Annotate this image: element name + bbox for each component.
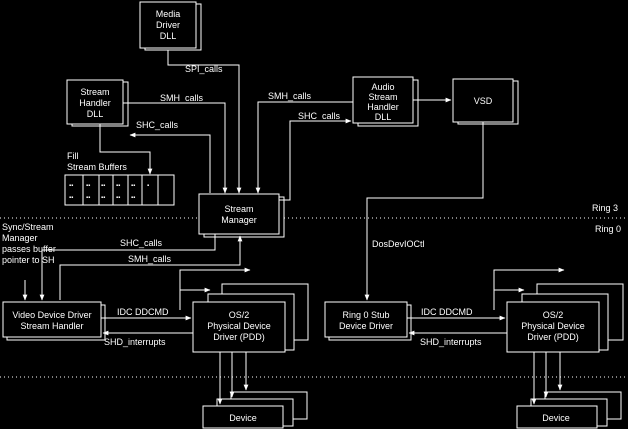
smh-calls-arrow-1 (123, 102, 228, 194)
device-left-label: Device (229, 413, 257, 423)
vsd-label: VSD (474, 96, 493, 106)
dosdevioctl-arrow (364, 122, 484, 301)
smh-calls-arrow-3 (59, 235, 243, 300)
pdd-right-stack-arrow-1 (493, 267, 565, 310)
ring0-stub-line2: Device Driver (339, 321, 393, 331)
svg-text:▪▪: ▪▪ (131, 195, 135, 201)
device-left-box: Device (202, 391, 308, 429)
svg-text:▪▪: ▪▪ (131, 183, 135, 189)
shd-interrupts-label-left: SHD_interrupts (104, 337, 166, 347)
shd-interrupts-label-right: SHD_interrupts (420, 337, 482, 347)
svg-text:▪▪: ▪▪ (86, 183, 90, 189)
video-device-driver-box: Video Device Driver Stream Handler (2, 301, 106, 341)
stream-manager-line2: Manager (221, 215, 257, 225)
dosdevioctl-label: DosDevIOCtl (372, 239, 425, 249)
stream-handler-line2: Handler (79, 98, 111, 108)
stream-buffers: ▪▪ ▪▪ ▪▪ ▪▪ ▪▪ ▪▪ ▪▪ ▪▪ ▪▪ ▪▪ ▪ (64, 174, 175, 206)
shc-calls-arrow-2 (279, 118, 352, 201)
shc-calls-arrow-3 (39, 234, 216, 301)
pdd-right-line2: Physical Device (521, 321, 585, 331)
smh-calls-label-3: SMH_calls (128, 254, 172, 264)
audio-sh-line4: DLL (375, 112, 392, 122)
svg-text:▪▪: ▪▪ (101, 183, 105, 189)
vdd-line1: Video Device Driver (12, 310, 91, 320)
stream-handler-line1: Stream (80, 87, 109, 97)
pdd-left-line3: Driver (PDD) (213, 332, 265, 342)
svg-text:▪▪: ▪▪ (86, 195, 90, 201)
svg-text:▪▪: ▪▪ (69, 183, 73, 189)
shc-calls-label-1: SHC_calls (136, 120, 179, 130)
svg-text:▪: ▪ (147, 183, 149, 189)
sync-note-line4: pointer to SH (2, 255, 55, 265)
pdd-left-line1: OS/2 (229, 310, 250, 320)
pdd-right-box: OS/2 Physical Device Driver (PDD) (506, 283, 624, 353)
stream-handler-line3: DLL (87, 109, 104, 119)
idc-ddcmd-label-right: IDC DDCMD (421, 307, 473, 317)
device-right-box: Device (516, 391, 622, 429)
pdd-left-box: OS/2 Physical Device Driver (PDD) (192, 283, 309, 353)
ring3-label: Ring 3 (592, 203, 618, 213)
stream-manager-line1: Stream (224, 204, 253, 214)
media-driver-line2: Driver (156, 20, 180, 30)
stream-manager-box: Stream Manager (198, 193, 285, 238)
ring0-stub-box: Ring 0 Stub Device Driver (324, 301, 412, 341)
device-right-label: Device (542, 413, 570, 423)
audio-stream-handler-box: Audio Stream Handler DLL (352, 76, 419, 127)
vsd-box: VSD (452, 78, 519, 125)
fill-buffers-line1: Fill (67, 151, 79, 161)
ring0-label: Ring 0 (595, 224, 621, 234)
fill-buffers-arrow (99, 124, 153, 175)
media-driver-dll-box: Media Driver DLL (139, 1, 202, 51)
media-driver-line3: DLL (160, 31, 177, 41)
pdd-left-stack-arrow-1 (179, 267, 251, 310)
stream-handler-dll-box: Stream Handler DLL (66, 79, 129, 127)
audio-sh-line1: Audio (371, 82, 394, 92)
svg-text:▪▪: ▪▪ (69, 195, 73, 201)
pdd-right-line3: Driver (PDD) (527, 332, 579, 342)
sync-note-line2: Manager (2, 233, 38, 243)
svg-text:▪▪: ▪▪ (116, 183, 120, 189)
pdd-left-line2: Physical Device (207, 321, 271, 331)
audio-sh-line2: Stream (368, 92, 397, 102)
smh-calls-label-1: SMH_calls (160, 93, 204, 103)
shc-calls-arrow-1 (129, 132, 211, 193)
sync-note-line1: Sync/Stream (2, 222, 54, 232)
fill-buffers-line2: Stream Buffers (67, 162, 127, 172)
shc-calls-label-2: SHC_calls (298, 111, 341, 121)
svg-text:▪▪: ▪▪ (116, 195, 120, 201)
vdd-line2: Stream Handler (20, 321, 83, 331)
pdd-right-line1: OS/2 (543, 310, 564, 320)
shc-calls-label-3: SHC_calls (120, 238, 163, 248)
sync-note-line3: passes buffer (2, 244, 56, 254)
media-driver-line1: Media (156, 9, 181, 19)
smh-calls-label-2: SMH_calls (268, 91, 312, 101)
spi-calls-arrow (167, 50, 242, 194)
svg-text:▪▪: ▪▪ (101, 195, 105, 201)
idc-ddcmd-label-left: IDC DDCMD (117, 307, 169, 317)
audio-sh-line3: Handler (367, 102, 399, 112)
smh-calls-arrow-2 (255, 101, 353, 194)
spi-calls-label: SPI_calls (185, 64, 223, 74)
ring0-stub-line1: Ring 0 Stub (342, 310, 389, 320)
